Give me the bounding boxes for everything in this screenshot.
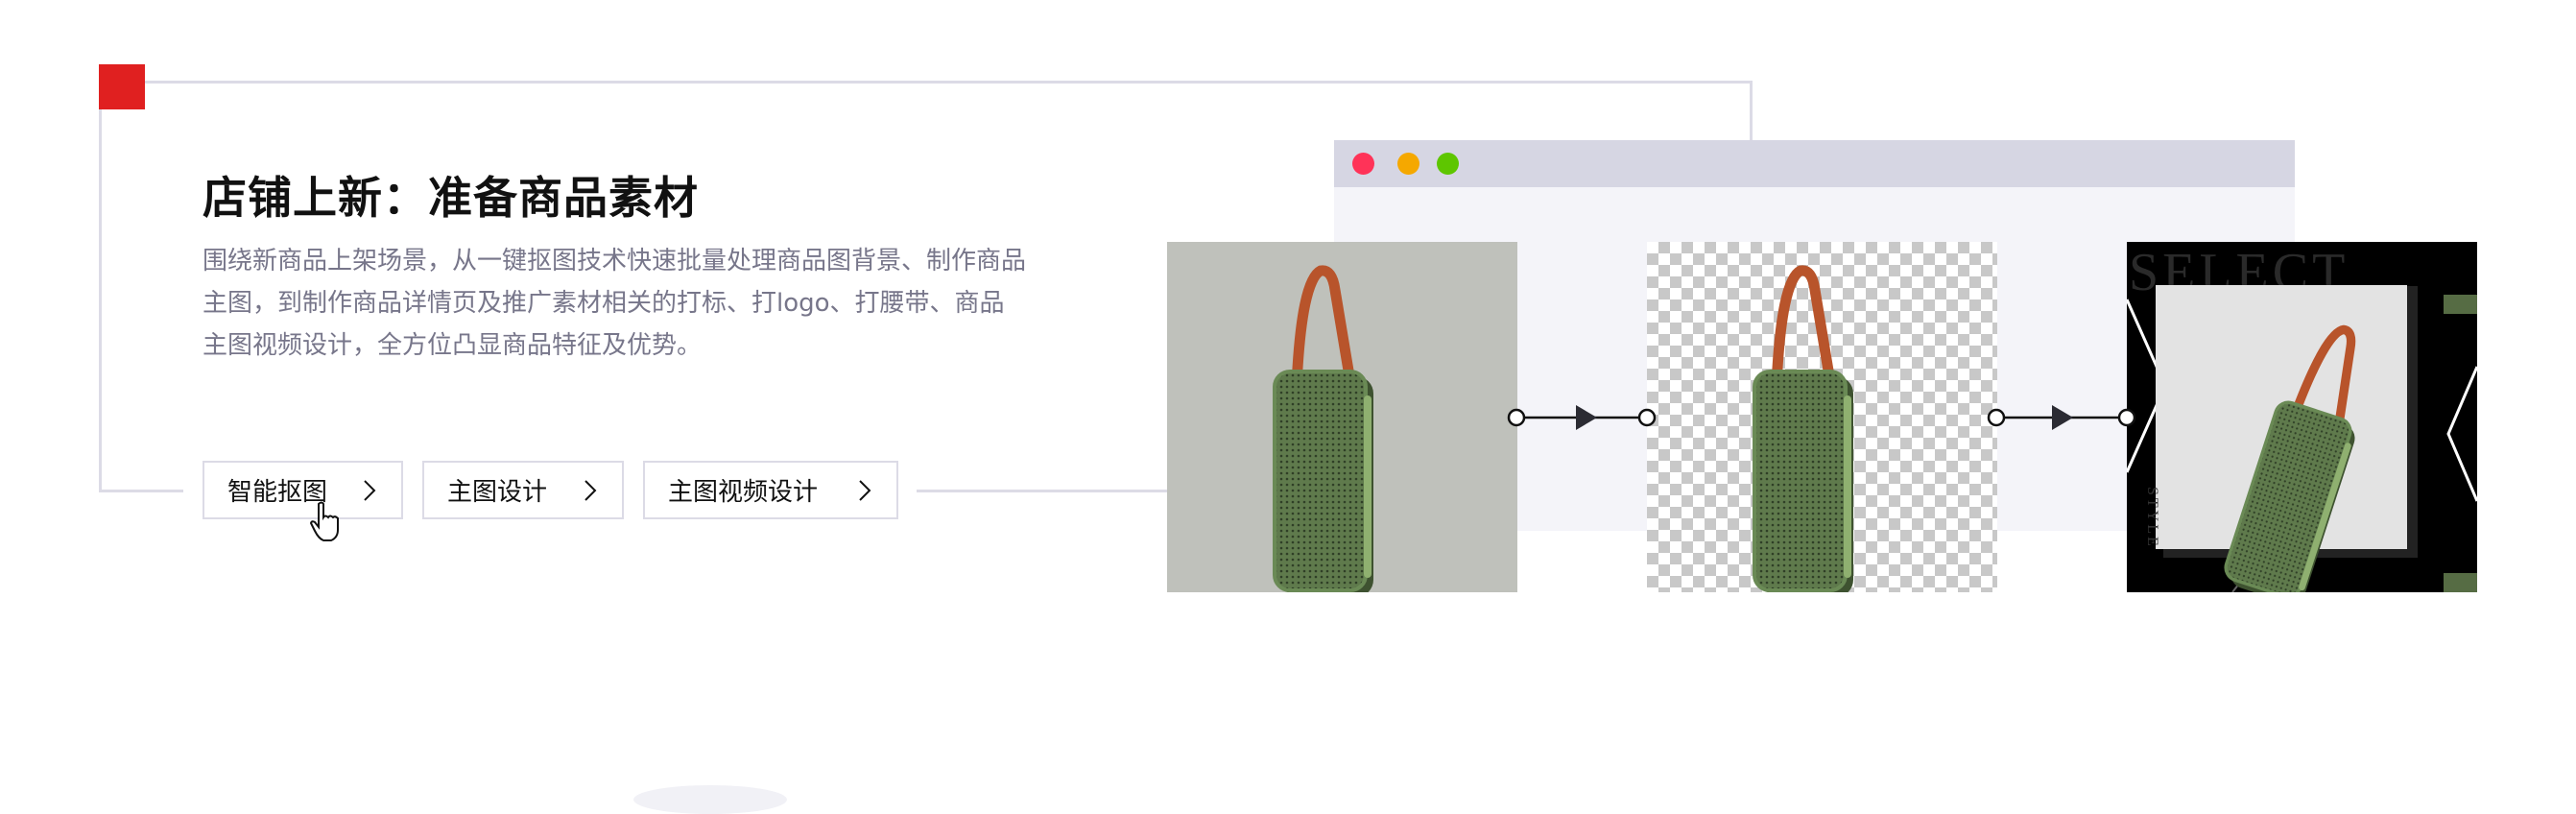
frame-bottom-line <box>917 490 1168 492</box>
designed-poster-image: SELECT STYLE <box>2127 242 2477 592</box>
button-label: 主图视频设计 <box>668 478 819 507</box>
decorative-shadow <box>633 785 787 814</box>
minimize-dot-icon <box>1397 153 1419 175</box>
frame-left-line <box>99 81 102 492</box>
browser-title-bar <box>1334 140 2295 187</box>
accent-square <box>99 64 145 109</box>
frame-right-line <box>1750 81 1753 142</box>
section-description: 围绕新商品上架场景，从一键抠图技术快速批量处理商品图背景、制作商品主图，到制作商… <box>203 247 1027 360</box>
arrow-connector-icon <box>1987 405 2136 430</box>
poster-side-text: STYLE <box>2144 487 2160 549</box>
smart-cutout-button[interactable]: 智能抠图 <box>203 461 403 519</box>
chevron-right-icon <box>584 480 597 501</box>
main-video-design-button[interactable]: 主图视频设计 <box>643 461 898 519</box>
button-label: 主图设计 <box>447 478 548 507</box>
button-label: 智能抠图 <box>227 478 328 507</box>
frame-top-line <box>144 81 1753 84</box>
cutout-product-image <box>1647 242 1997 592</box>
maximize-dot-icon <box>1437 153 1459 175</box>
section-title: 店铺上新：准备商品素材 <box>203 172 699 224</box>
original-product-image <box>1167 242 1517 592</box>
chevron-right-icon <box>859 480 871 501</box>
chevron-right-icon <box>364 480 376 501</box>
close-dot-icon <box>1352 153 1374 175</box>
arrow-connector-icon <box>1507 405 1657 430</box>
hand-pointer-icon <box>310 501 339 541</box>
main-image-design-button[interactable]: 主图设计 <box>422 461 624 519</box>
frame-bottom-line <box>99 490 183 492</box>
